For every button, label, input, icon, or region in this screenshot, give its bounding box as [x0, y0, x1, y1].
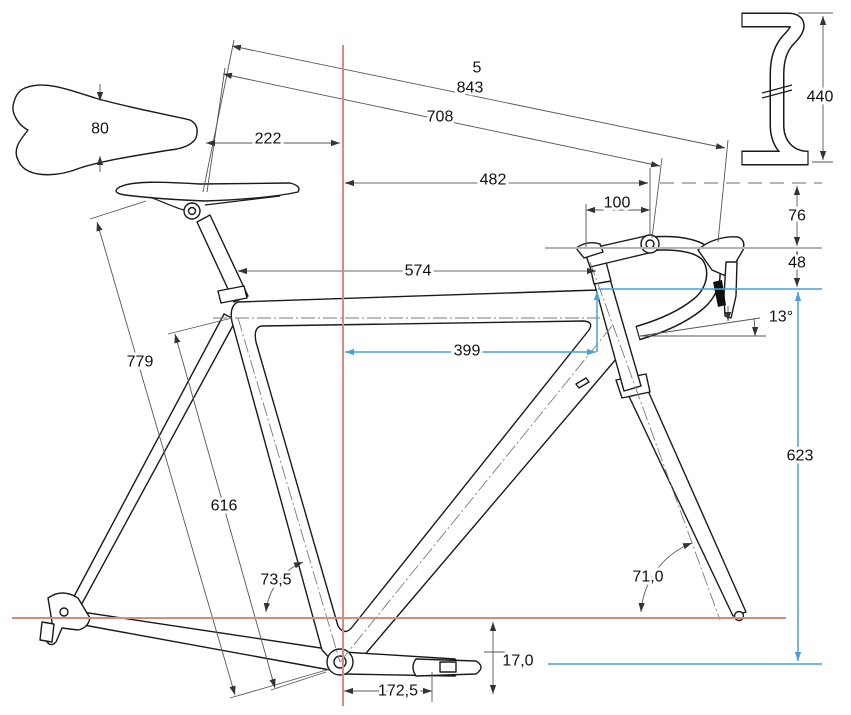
dimension-label-71-0: 71,0	[632, 569, 663, 586]
saddle-top-outline	[12, 84, 198, 176]
dimension-label-222: 222	[255, 131, 282, 148]
dimension-label-100: 100	[604, 195, 631, 212]
dimension-label-779: 779	[127, 354, 154, 371]
fork-dropout	[733, 610, 745, 622]
rear-axle	[59, 607, 69, 617]
saddle-side-view	[115, 181, 300, 202]
break-mark	[761, 84, 793, 94]
extension-line	[651, 157, 663, 239]
handlebar-drop-end	[635, 325, 641, 341]
dimension-lines	[89, 12, 833, 702]
angle-arc-73-5	[263, 561, 304, 613]
dimension-label-616: 616	[211, 498, 238, 515]
main-triangle-window	[254, 320, 592, 633]
extension-line	[202, 39, 235, 193]
handlebar-profile-inner	[742, 14, 809, 164]
cable-port	[575, 377, 590, 389]
quick-release-lever	[39, 621, 55, 643]
dimension-line-616	[174, 333, 276, 689]
handlebar-profile-view	[741, 12, 809, 166]
seat-collar	[217, 285, 248, 304]
angle-line-13	[639, 317, 761, 337]
dimension-label-574: 574	[405, 263, 432, 280]
extension-line	[206, 67, 226, 193]
dimension-label-843: 843	[457, 80, 484, 97]
extension-line	[270, 671, 327, 691]
dimension-label-13-deg: 13°	[769, 309, 793, 326]
saddle-top-view	[12, 84, 198, 176]
dimension-label-17-0: 17,0	[502, 653, 533, 670]
dimension-label-623: 623	[787, 448, 814, 465]
axis-lines	[213, 261, 721, 663]
reference-lines	[12, 45, 822, 706]
dimension-label-399: 399	[454, 343, 481, 360]
extension-line	[89, 200, 147, 220]
extension-line	[229, 668, 331, 699]
dimension-labels: 5 843 708 222 80 440 482 100 76 574 48 1…	[88, 57, 836, 703]
dimension-label-482: 482	[480, 172, 507, 189]
extension-line	[717, 139, 729, 243]
dimension-label-80: 80	[91, 121, 109, 138]
shift-lever	[713, 280, 726, 307]
angle-arc-13	[751, 318, 759, 337]
handlebar-clamp-bolt	[645, 239, 655, 249]
down-tube-axis	[339, 325, 613, 663]
seatpost-clamp-bolt	[187, 206, 197, 216]
handlebar-drop-inner	[636, 237, 720, 339]
dimension-label-73-5: 73,5	[260, 572, 291, 589]
chainstay	[77, 611, 335, 671]
stem-top-cap	[575, 241, 604, 259]
dimension-label-708: 708	[427, 109, 454, 126]
dimension-label-440: 440	[807, 89, 834, 106]
dimension-label-5: 5	[473, 60, 482, 77]
dimension-label-48: 48	[788, 255, 806, 272]
dimension-label-76: 76	[788, 208, 806, 225]
brake-lever	[723, 261, 738, 319]
dimension-line-708	[222, 72, 661, 168]
head-tube-axis	[589, 261, 721, 621]
seat-tube-axis	[237, 317, 341, 663]
dimension-label-172-5: 172,5	[378, 683, 418, 700]
bicycle-side-view	[39, 181, 747, 677]
extension-line	[167, 317, 233, 335]
angle-arc-71-0	[638, 542, 693, 613]
break-mark	[761, 89, 793, 99]
pedal-spindle	[439, 661, 457, 673]
